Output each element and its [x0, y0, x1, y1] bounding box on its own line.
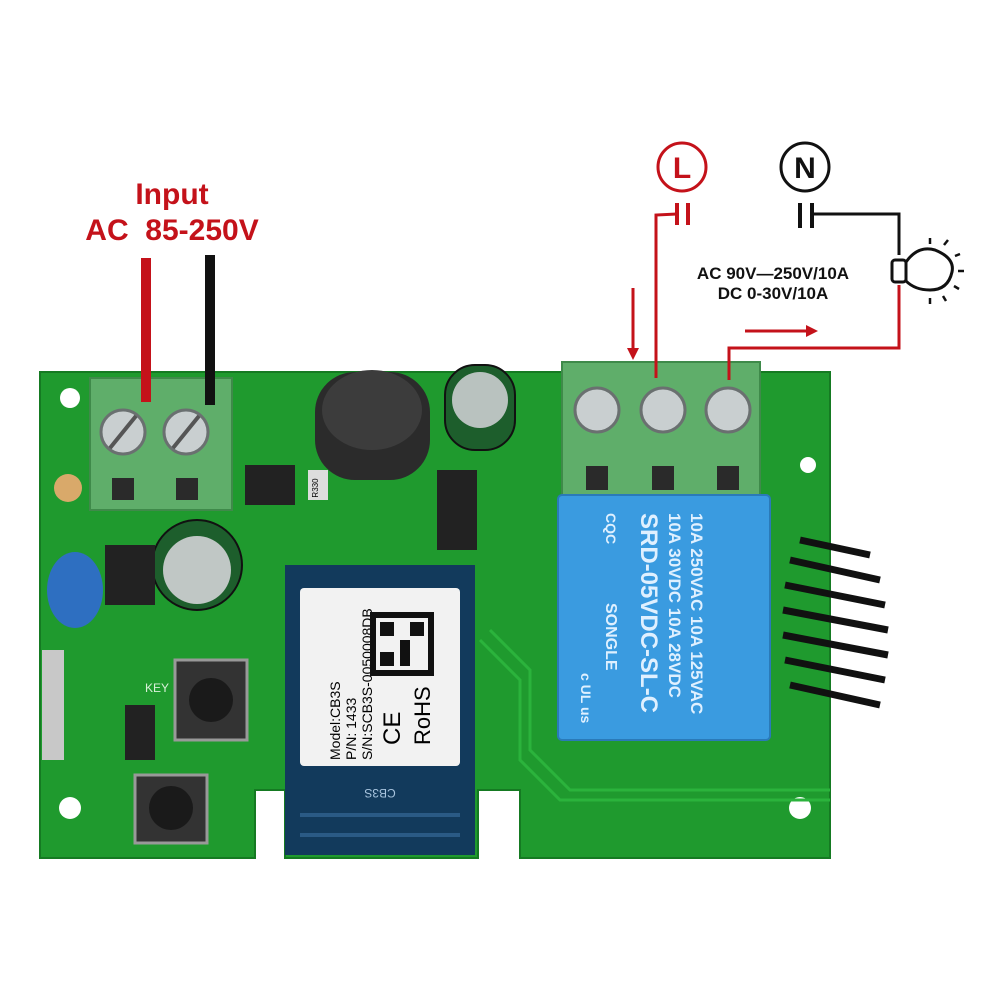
mounting-hole	[789, 797, 811, 819]
terminal-screw	[704, 386, 752, 434]
neutral-output-wire	[812, 212, 901, 255]
relay-ul: c UL us	[578, 673, 594, 724]
terminal-screw	[639, 386, 687, 434]
module-ce: CE	[379, 712, 406, 745]
module-pn: P/N: 1433	[343, 698, 359, 760]
key-label: KEY	[145, 681, 169, 695]
mounting-hole	[59, 797, 81, 819]
input-voltage-label: AC 85-250V	[85, 214, 258, 247]
module-rohs: RoHS	[410, 686, 435, 745]
load-rating-ac: AC 90V—250V/10A	[697, 264, 849, 283]
input-label: Input	[135, 178, 208, 211]
relay-model: SRD-05VDC-SL-C	[635, 513, 662, 713]
relay	[557, 494, 771, 741]
mounting-hole	[60, 388, 80, 408]
neutral-label: N	[794, 152, 816, 185]
terminal-screw	[573, 386, 621, 434]
arrow-down-icon	[627, 288, 639, 360]
load-rating-dc: DC 0-30V/10A	[718, 284, 829, 303]
mounting-hole	[800, 457, 816, 473]
relay-rating-2: 10A 30VDC 10A 28VDC	[665, 513, 684, 698]
live-output-wire	[654, 212, 678, 378]
regulator	[437, 470, 477, 550]
live-label: L	[673, 152, 691, 185]
y-capacitor	[47, 552, 103, 628]
relay-brand: SONGLE	[602, 603, 619, 671]
pcb-trace	[478, 638, 830, 802]
light-bulb-icon	[890, 238, 964, 304]
neutral-terminal-symbol	[779, 141, 831, 193]
live-terminal-symbol	[656, 141, 708, 193]
qr-code	[370, 612, 434, 676]
resistor-label: R330	[311, 478, 320, 498]
arrow-right-icon	[745, 325, 818, 337]
load-return-wire	[727, 285, 901, 380]
pcb-trace	[488, 628, 830, 792]
relay-cert: CQC	[603, 513, 619, 544]
module-antenna-label: CB3S	[364, 786, 395, 800]
contact-icon	[675, 203, 814, 228]
module-model: Model:CB3S	[327, 681, 343, 760]
antenna-spring	[782, 536, 889, 709]
relay-rating-1: 10A 250VAC 10A 125VAC	[687, 513, 706, 714]
